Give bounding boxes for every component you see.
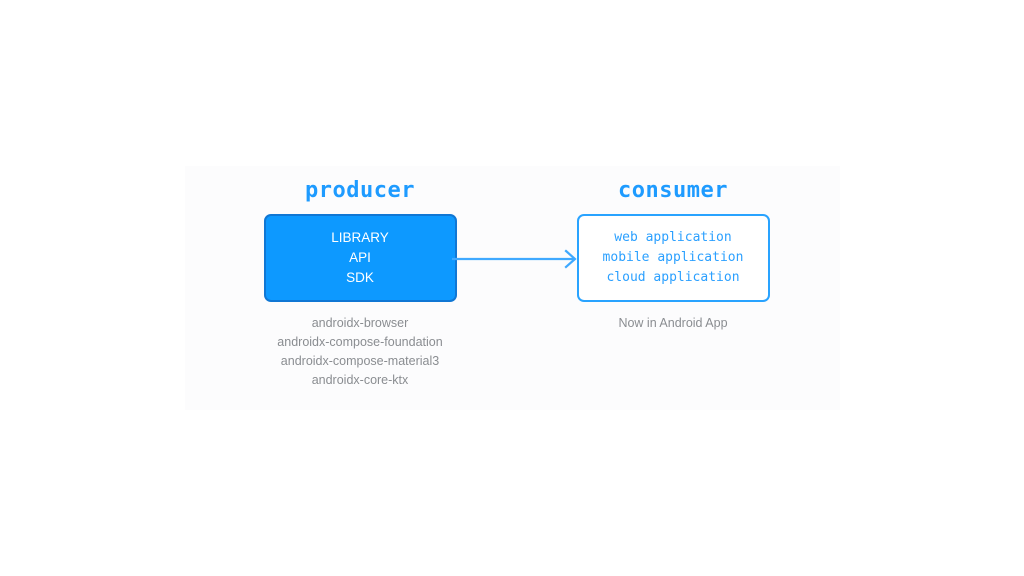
- producer-column: producer LIBRARY API SDK androidx-browse…: [244, 178, 476, 390]
- consumer-box-line-mobile: mobile application: [602, 250, 744, 265]
- producer-caption-list: androidx-browser androidx-compose-founda…: [244, 314, 476, 390]
- producer-box-line-sdk: SDK: [346, 270, 374, 285]
- consumer-caption-list: Now in Android App: [557, 314, 789, 333]
- producer-caption-item: androidx-browser: [311, 316, 409, 330]
- producer-box-line-library: LIBRARY: [331, 230, 389, 245]
- consumer-caption-item: Now in Android App: [618, 316, 728, 330]
- producer-role-title: producer: [305, 178, 415, 203]
- producer-box-line-api: API: [349, 250, 371, 265]
- arrow-right-icon: [452, 249, 577, 269]
- producer-caption-item: androidx-core-ktx: [311, 373, 409, 387]
- producer-caption-item: androidx-compose-material3: [280, 354, 440, 368]
- consumer-box-line-cloud: cloud application: [606, 270, 740, 285]
- consumer-column: consumer web application mobile applicat…: [557, 178, 789, 333]
- producer-caption-item: androidx-compose-foundation: [277, 335, 443, 349]
- producer-box[interactable]: LIBRARY API SDK: [263, 214, 457, 302]
- consumer-box-line-web: web application: [614, 230, 732, 245]
- consumer-role-title: consumer: [618, 178, 728, 203]
- consumer-box[interactable]: web application mobile application cloud…: [576, 214, 770, 302]
